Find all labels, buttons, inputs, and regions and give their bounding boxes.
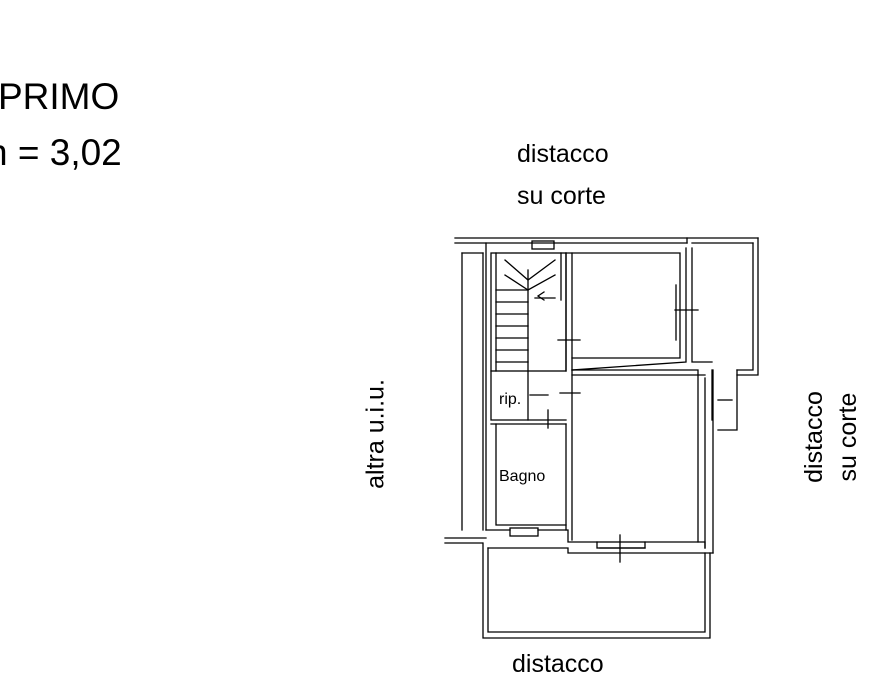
interior-walls bbox=[490, 240, 733, 563]
top-side-label: distacco su corte bbox=[517, 133, 609, 217]
top-side-label-line-2: su corte bbox=[517, 182, 606, 210]
floor-height-label: h = 3,02 bbox=[0, 132, 122, 173]
room-label-rip: rip. bbox=[499, 391, 522, 408]
outer-walls bbox=[444, 237, 759, 639]
top-side-label-line-1: distacco bbox=[517, 140, 609, 168]
room-label-bagno: Bagno bbox=[499, 468, 546, 485]
floor-title: PRIMO bbox=[0, 76, 120, 117]
stair bbox=[495, 259, 556, 421]
